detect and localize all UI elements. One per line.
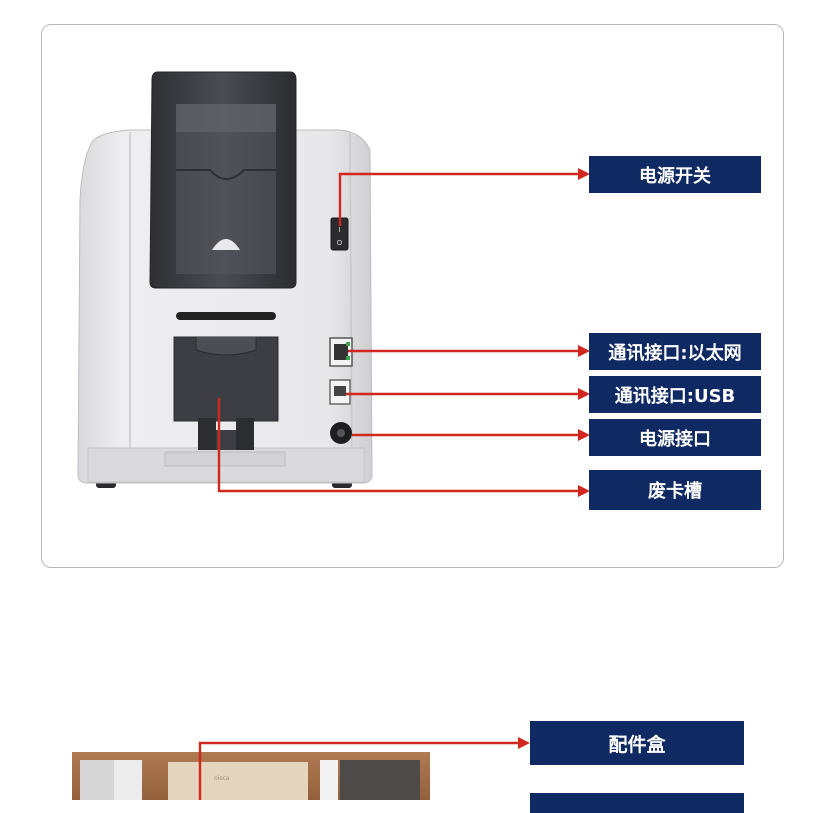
label-accessory-box: 配件盒 [530, 721, 744, 765]
accessory-inner-box [168, 762, 308, 800]
label-ethernet-port: 通讯接口:以太网 [589, 333, 761, 370]
label-reject-slot: 废卡槽 [589, 470, 761, 510]
hood-window-notch [212, 239, 240, 250]
svg-text:nisca: nisca [214, 775, 230, 782]
arrow-power-switch [338, 172, 580, 226]
label-power-port: 电源接口 [589, 419, 761, 456]
svg-text:I: I [338, 226, 340, 234]
label-next-item [530, 793, 744, 813]
label-power-switch: 电源开关 [589, 156, 761, 193]
arrow-accessory-box [198, 741, 520, 800]
svg-text:O: O [337, 239, 343, 247]
arrow-reject-slot [217, 398, 580, 493]
label-usb-port: 通讯接口:USB [589, 376, 761, 413]
card-output-slot [176, 312, 276, 320]
